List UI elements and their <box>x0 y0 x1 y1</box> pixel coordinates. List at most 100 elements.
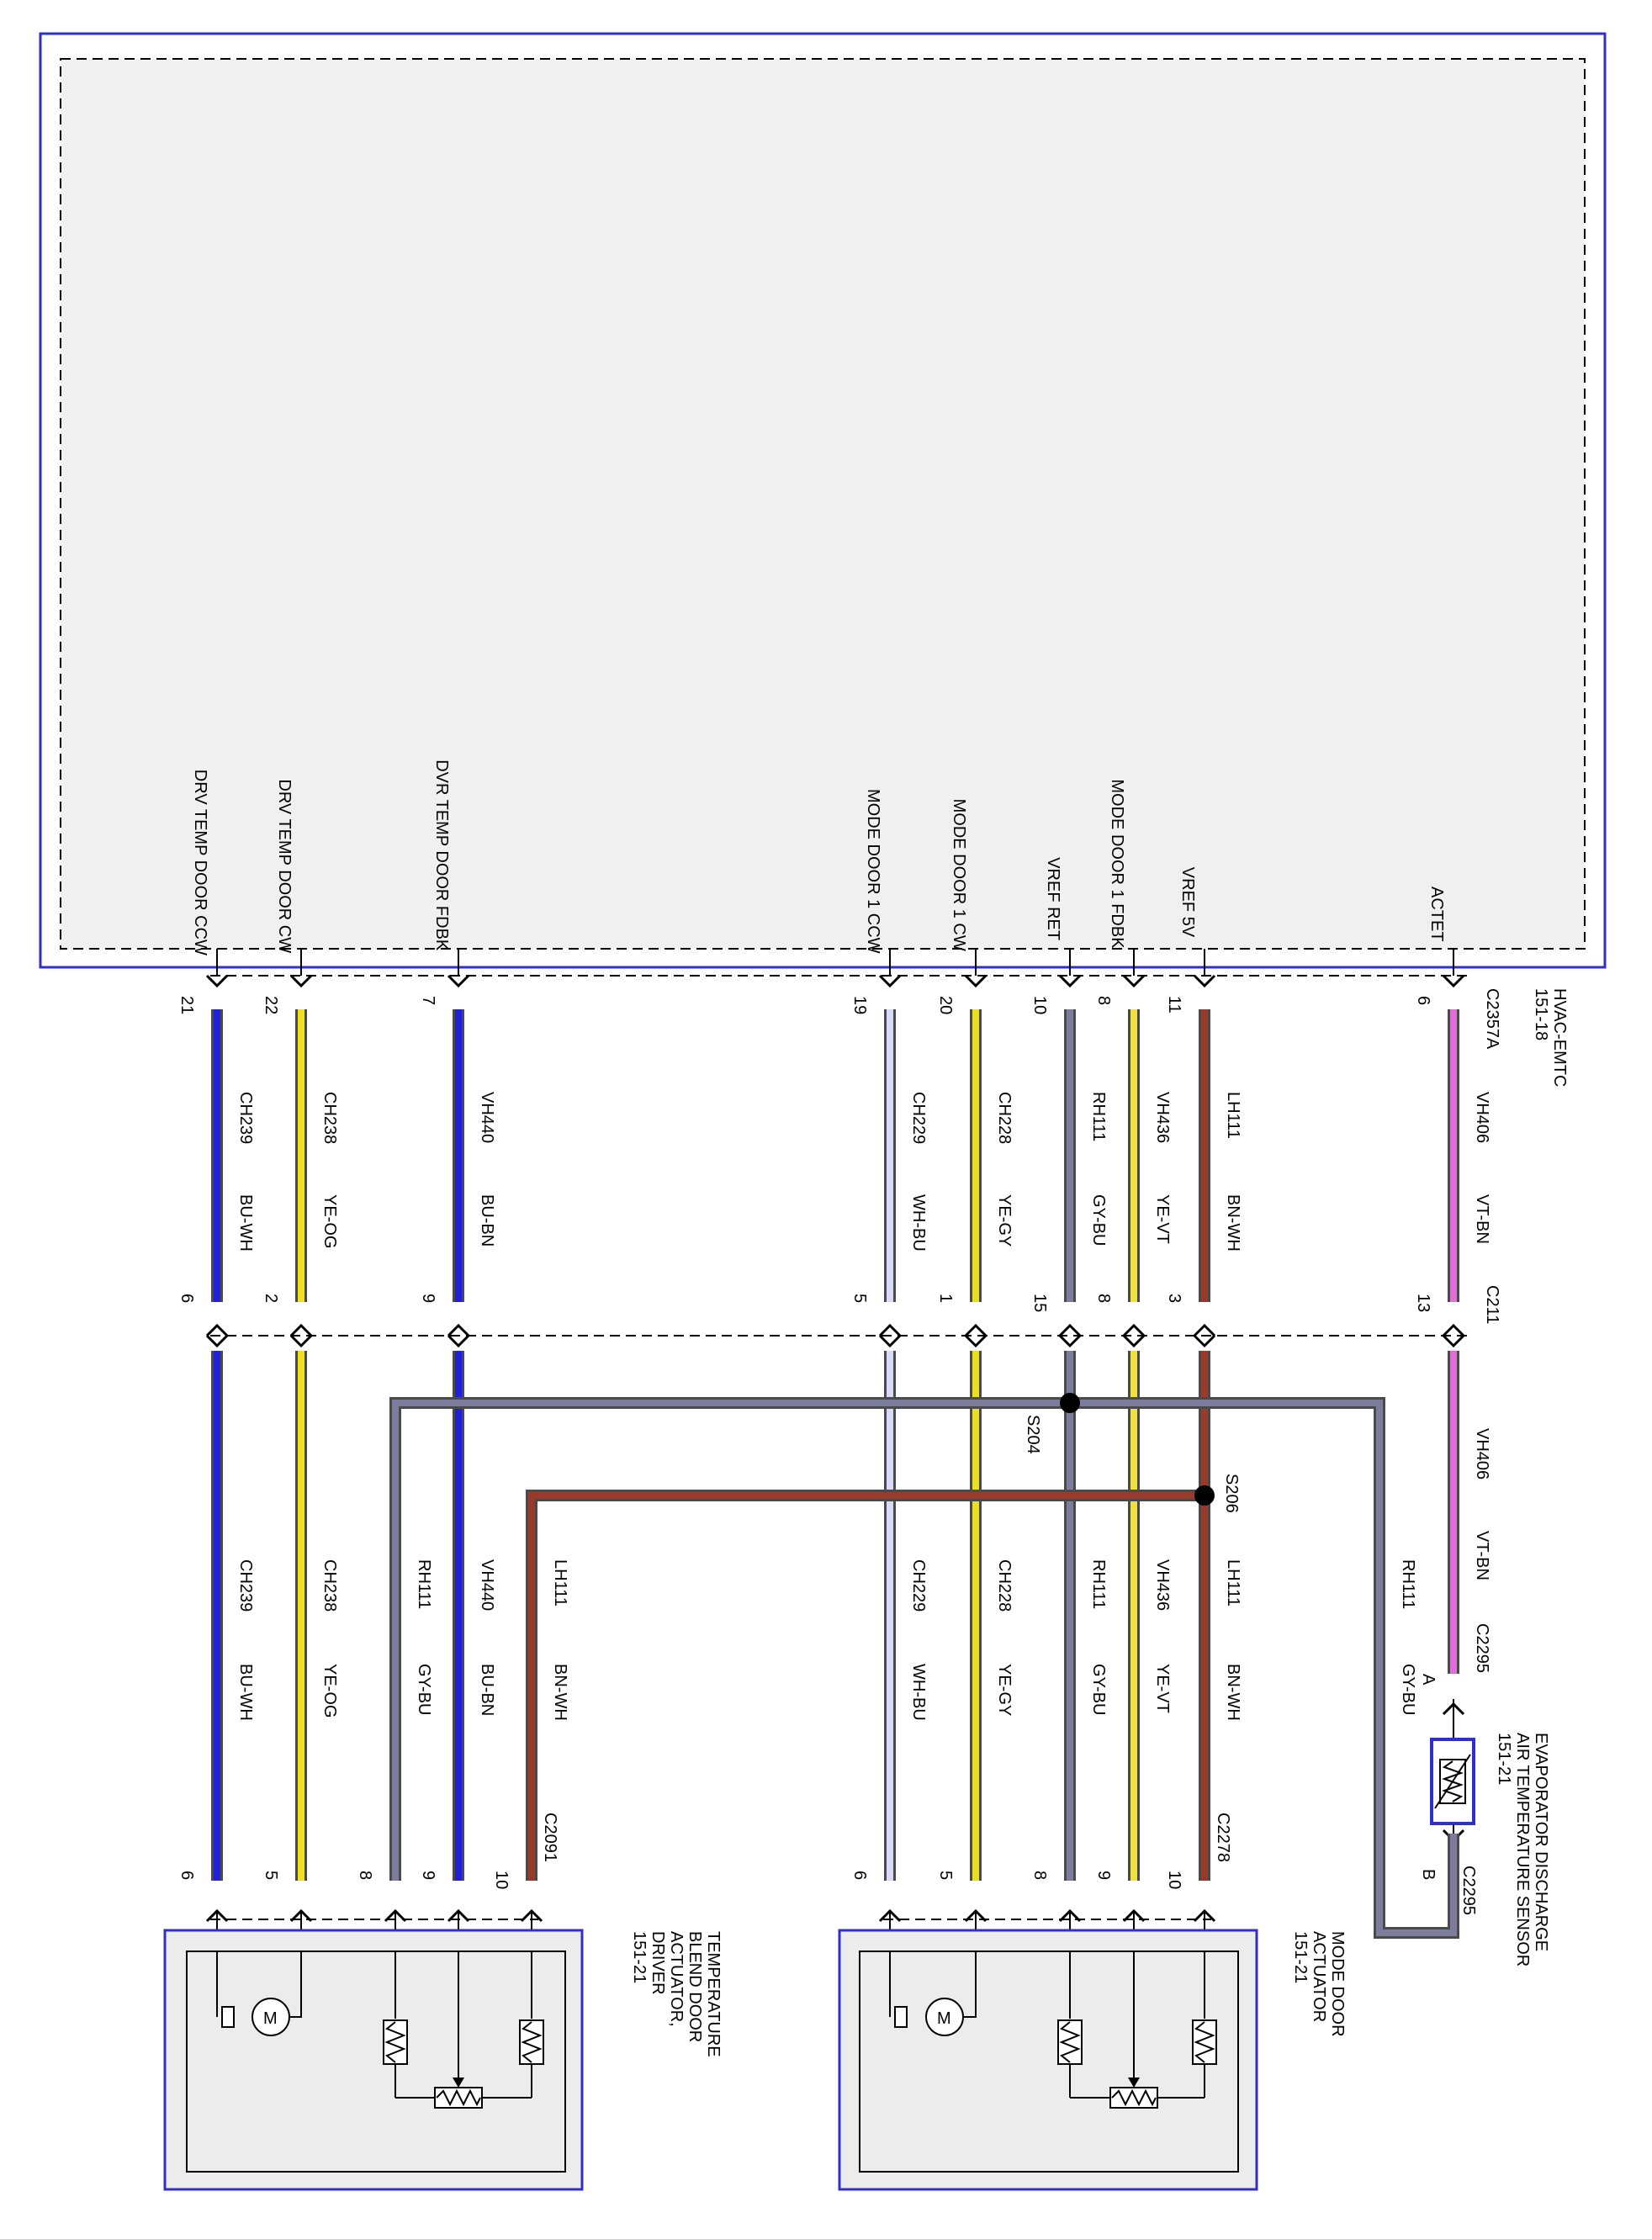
circuit-upper-4: CH228 <box>995 1092 1014 1144</box>
splice-branches <box>389 1397 1459 1939</box>
evap-sensor-box <box>1430 1738 1475 1825</box>
sensor-label-2: 151-21 <box>1495 1733 1513 1785</box>
sensor-color-a: VT-BN <box>1473 1531 1491 1580</box>
module-page-ref: 151-18 <box>1532 988 1550 1040</box>
c211-chevron-lower-0 <box>205 1334 229 1348</box>
circuit-lower-9: LH111 <box>1224 1559 1242 1606</box>
temp-actuator-resistor-zigzag-1 <box>521 2021 543 2063</box>
circuit-upper-0: CH239 <box>236 1092 255 1144</box>
c211-chevron-lower-7 <box>1193 1334 1216 1348</box>
pin-chevron-top-8 <box>1442 974 1465 988</box>
color-upper-2: BU-BN <box>478 1194 496 1247</box>
mode-actuator-wiper-arrow <box>1128 2078 1140 2088</box>
pin-mid-5: 15 <box>1030 1294 1049 1312</box>
circuit-upper-3: CH229 <box>909 1092 928 1144</box>
sensor-label-1: AIR TEMPERATURE SENSOR <box>1513 1733 1532 1966</box>
c211-chevron-lower-6 <box>1122 1334 1146 1348</box>
pin-chevron-mid-4 <box>964 1323 987 1337</box>
pin-mid-2: 9 <box>419 1294 437 1303</box>
circuit-lower-7: RH111 <box>1089 1559 1108 1609</box>
module-name: HVAC-EMTC <box>1550 988 1569 1087</box>
signal-label-5: VREF RET <box>1044 857 1062 940</box>
color-lower-5: WH-BU <box>909 1664 928 1721</box>
sensor-connector-a: C2295 <box>1473 1623 1491 1673</box>
circuit-lower-6: CH228 <box>995 1559 1014 1612</box>
pin-chevron-top-6 <box>1122 974 1146 988</box>
c211-chevron-lower-4 <box>964 1334 987 1348</box>
c211-chevron-lower-8 <box>1442 1334 1465 1348</box>
pin-chevron-mid-2 <box>447 1323 470 1337</box>
mode-actuator-resistor-zigzag-0 <box>1059 2021 1081 2063</box>
temp-actuator-pot-body <box>434 2087 483 2109</box>
pin-top-4: 20 <box>936 996 955 1014</box>
branch-rh111-sensor <box>1070 1400 1457 1936</box>
mode-actuator-label-0: MODE DOOR <box>1328 1931 1347 2037</box>
pin-lower-4: 10 <box>492 1871 511 1889</box>
pin-top-1: 22 <box>262 996 280 1014</box>
mode-actuator-motor-symbol: M <box>937 2009 951 2028</box>
circuit-lower-2: RH111 <box>415 1559 433 1609</box>
signal-label-2: DVR TEMP DOOR FDBK <box>432 760 451 951</box>
circuit-upper-5: RH111 <box>1089 1092 1108 1141</box>
circuit-lower-0: CH239 <box>236 1559 255 1612</box>
color-lower-2: GY-BU <box>415 1664 433 1716</box>
pin-top-8: 6 <box>1414 996 1432 1005</box>
mode-actuator-inner <box>859 1951 1239 2173</box>
mode-actuator-motor-cap <box>894 2006 908 2028</box>
pin-chevron-top-5 <box>1058 974 1082 988</box>
pin-top-0: 21 <box>177 996 196 1014</box>
pin-lower-3: 9 <box>419 1871 437 1880</box>
mode-actuator-pot-body <box>1109 2087 1158 2109</box>
pin-lower-7: 8 <box>1030 1871 1049 1880</box>
hvac-module-inner-dashed <box>60 58 1586 950</box>
color-upper-5: GY-BU <box>1089 1194 1108 1247</box>
color-upper-6: YE-VT <box>1153 1194 1172 1244</box>
circuit-upper-7: LH111 <box>1224 1092 1242 1139</box>
pin-top-7: 11 <box>1165 996 1183 1014</box>
pin-lower-5: 6 <box>850 1871 869 1880</box>
color-lower-7: GY-BU <box>1089 1664 1108 1716</box>
splice-s206-label: S206 <box>1222 1474 1241 1513</box>
branch-rh111-temp-outline <box>389 1397 1070 1881</box>
connector-c2091: C2091 <box>541 1813 559 1862</box>
pin-lower-8: 9 <box>1094 1871 1113 1880</box>
sensor-color-b: GY-BU <box>1399 1664 1417 1716</box>
sensor-label-0: EVAPORATOR DISCHARGE <box>1532 1733 1550 1951</box>
pin-chevron-top-2 <box>447 974 470 988</box>
pin-mid-0: 6 <box>177 1294 196 1303</box>
branch-lh111-temp <box>528 1492 1205 1881</box>
mode-actuator-label-1: ACTUATOR <box>1310 1931 1328 2022</box>
pin-top-5: 10 <box>1030 996 1049 1014</box>
sensor-pin-a: A <box>1419 1674 1438 1686</box>
mode-actuator-motor-leads <box>889 1951 977 2018</box>
sensor-pin-b: B <box>1419 1869 1438 1880</box>
pin-top-2: 7 <box>419 996 437 1005</box>
sensor-connector-b: C2295 <box>1459 1866 1478 1915</box>
pin-lower-2: 8 <box>356 1871 374 1880</box>
pin-lower-0: 6 <box>177 1871 196 1880</box>
pin-top-3: 19 <box>850 996 869 1014</box>
pin-chevron-mid-7 <box>1193 1323 1216 1337</box>
pin-chevron-top-0 <box>205 974 229 988</box>
thermistor-icon <box>1434 1754 1471 1809</box>
color-lower-4: BN-WH <box>551 1664 569 1721</box>
pin-lower-1: 5 <box>262 1871 280 1880</box>
circuit-lower-1: CH238 <box>320 1559 339 1612</box>
pin-chevron-top-3 <box>878 974 902 988</box>
color-lower-8: YE-VT <box>1153 1664 1172 1713</box>
splice-s206 <box>1194 1485 1215 1506</box>
pin-chevron-mid-6 <box>1122 1323 1146 1337</box>
temp-actuator-motor-icon <box>252 1998 290 2036</box>
pin-chevron-mid-3 <box>878 1323 902 1337</box>
pin-mid-6: 8 <box>1094 1294 1113 1303</box>
pin-mid-7: 3 <box>1165 1294 1183 1303</box>
pin-chevron-top-4 <box>964 974 987 988</box>
pin-mid-1: 2 <box>262 1294 280 1303</box>
sensor-circuit-b: RH111 <box>1399 1559 1417 1609</box>
c211-chevron-lower-5 <box>1058 1334 1082 1348</box>
temp-actuator-motor-cap <box>221 2006 235 2028</box>
c211-chevron-lower-3 <box>878 1334 902 1348</box>
temp-actuator-wiper-arrow <box>453 2078 464 2088</box>
